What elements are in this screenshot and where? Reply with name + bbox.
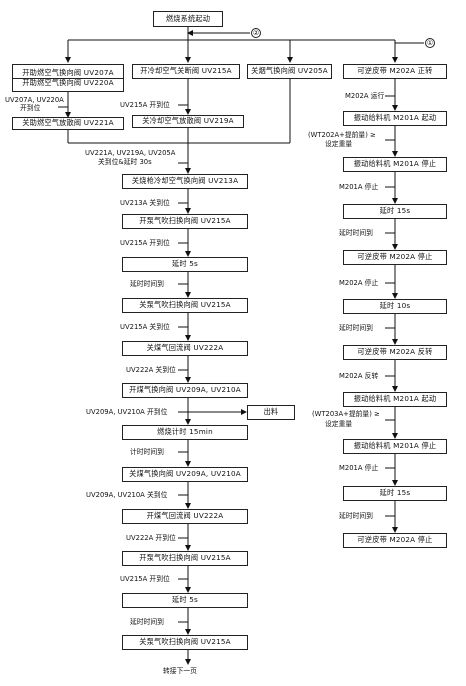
label-wt202a-condition: (WT202A+提前量) ≥: [308, 131, 376, 139]
box-open-gas-return-valve: 开煤气回流阀 UV222A: [122, 509, 248, 524]
box-close-combustion-air-vent: 关助燃空气放散阀 UV221A: [12, 117, 124, 130]
label-join-condition-2: 关到位&延时 30s: [98, 158, 152, 166]
box-close-lance-cooling-valve: 关烧枪冷却空气换向阀 UV213A: [122, 174, 248, 189]
box-delay-15s-1: 延时 15s: [343, 204, 447, 219]
label-uv215a-open-1: UV215A 开到位: [120, 239, 170, 247]
box-close-purge-valve-2: 关泵气吹扫换向阀 UV215A: [122, 635, 248, 650]
label-uv215a-open-2: UV215A 开到位: [120, 575, 170, 583]
box-open-gas-valves: 开煤气换向阀 UV209A, UV210A: [122, 383, 248, 398]
box-close-gas-return-valve: 关煤气回流阀 UV222A: [122, 341, 248, 356]
box-belt-m202a-forward: 可逆皮带 M202A 正转: [343, 64, 447, 79]
box-close-cooling-air-vent: 关冷却空气放散阀 UV219A: [132, 115, 244, 128]
connector-marker-2: ②: [251, 28, 261, 38]
label-wt203a-condition: (WT203A+提前量) ≥: [312, 410, 380, 418]
label-delay-done-2: 延时时间到: [130, 618, 164, 626]
label-uv213a-closed: UV213A 关到位: [120, 199, 170, 207]
box-burn-timer-15min: 燃烧计时 15min: [122, 425, 248, 440]
label-m202a-reversing: M202A 反转: [339, 372, 379, 380]
box-delay-5s-2: 延时 5s: [122, 593, 248, 608]
box-open-purge-valve-1: 开泵气吹扫换向阀 UV215A: [122, 214, 248, 229]
label-uv209a-uv210a-open: UV209A, UV210A 开到位: [86, 408, 168, 416]
box-close-flue-gas-valve: 关烟气换向阀 UV205A: [247, 64, 332, 79]
label-r-delay-done-1: 延时时间到: [339, 229, 373, 237]
box-close-gas-valves: 关煤气换向阀 UV209A, UV210A: [122, 467, 248, 482]
box-belt-m202a-stop-1: 可逆皮带 M202A 停止: [343, 250, 447, 265]
box-delay-15s-2: 延时 15s: [343, 486, 447, 501]
box-delay-5s-1: 延时 5s: [122, 257, 248, 272]
label-m202a-running: M202A 运行: [345, 92, 385, 100]
box-belt-m202a-stop-2: 可逆皮带 M202A 停止: [343, 533, 447, 548]
label-r-delay-done-2: 延时时间到: [339, 324, 373, 332]
box-feeder-m201a-start-1: 振动给料机 M201A 起动: [343, 111, 447, 126]
label-uv215a-closed-1: UV215A 关到位: [120, 323, 170, 331]
label-uv222a-open: UV222A 开到位: [126, 534, 176, 542]
label-m201a-stopped-1: M201A 停止: [339, 183, 379, 191]
label-delay-done-1: 延时时间到: [130, 280, 164, 288]
label-m202a-stopped: M202A 停止: [339, 279, 379, 287]
label-set-weight-1: 设定重量: [325, 140, 353, 148]
label-m201a-stopped-2: M201A 停止: [339, 464, 379, 472]
box-feeder-m201a-start-2: 振动给料机 M201A 起动: [343, 392, 447, 407]
label-timer-done: 计时时间到: [130, 448, 164, 456]
label-uv209a-uv210a-closed: UV209A, UV210A 关到位: [86, 491, 168, 499]
box-open-purge-valve-2: 开泵气吹扫换向阀 UV215A: [122, 551, 248, 566]
box-delay-10s: 延时 10s: [343, 299, 447, 314]
label-r-delay-done-3: 延时时间到: [339, 512, 373, 520]
text-uv220a: 开助燃空气换向阀 UV220A: [22, 77, 114, 87]
box-discharge: 出料: [247, 405, 295, 420]
box-feeder-m201a-stop-2: 振动给料机 M201A 停止: [343, 439, 447, 454]
label-set-weight-2: 设定重量: [325, 420, 353, 428]
box-belt-m202a-reverse: 可逆皮带 M202A 反转: [343, 345, 447, 360]
label-uv215a-open: UV215A 开到位: [120, 101, 170, 109]
connector-marker-1: ①: [425, 38, 435, 48]
box-open-cooling-air-valve: 开冷却空气关断阀 UV215A: [132, 64, 240, 79]
label-uv222a-closed: UV222A 关到位: [126, 366, 176, 374]
label-open-in-place: 开到位: [20, 104, 41, 112]
text-uv207a: 开助燃空气换向阀 UV207A: [22, 68, 114, 77]
start-box: 燃烧系统起动: [153, 11, 223, 27]
box-close-purge-valve-1: 关泵气吹扫换向阀 UV215A: [122, 298, 248, 313]
box-open-combustion-air-valves: 开助燃空气换向阀 UV207A 开助燃空气换向阀 UV220A: [12, 64, 124, 92]
label-join-condition-1: UV221A, UV219A, UV205A: [85, 149, 176, 157]
label-continue-next-page: 转接下一页: [163, 667, 197, 675]
box-feeder-m201a-stop-1: 振动给料机 M201A 停止: [343, 157, 447, 172]
label-uv207a-uv220a: UV207A, UV220A: [5, 96, 64, 104]
